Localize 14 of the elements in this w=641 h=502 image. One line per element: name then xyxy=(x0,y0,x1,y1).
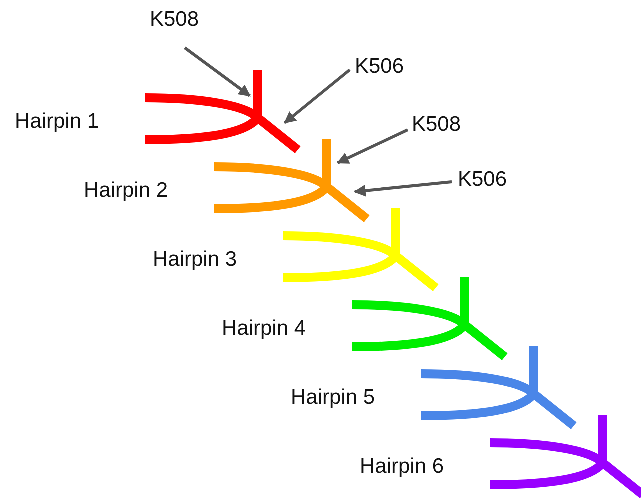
hairpin-label: Hairpin 2 xyxy=(84,179,168,203)
hairpin-label: Hairpin 3 xyxy=(153,248,238,272)
residue-label: K508 xyxy=(150,8,200,31)
hairpin-label: Hairpin 4 xyxy=(222,317,306,341)
hairpin-label: Hairpin 1 xyxy=(15,110,100,134)
leader-arrow xyxy=(184,46,251,98)
hairpin-label: Hairpin 5 xyxy=(291,386,376,410)
residue-label: K506 xyxy=(458,168,508,191)
leader-arrow xyxy=(354,180,452,197)
leader-arrow xyxy=(336,128,409,164)
leader-arrow xyxy=(284,68,351,124)
residue-label: K506 xyxy=(355,55,404,78)
hairpin-label: Hairpin 6 xyxy=(360,455,444,479)
residue-label: K508 xyxy=(412,113,462,136)
